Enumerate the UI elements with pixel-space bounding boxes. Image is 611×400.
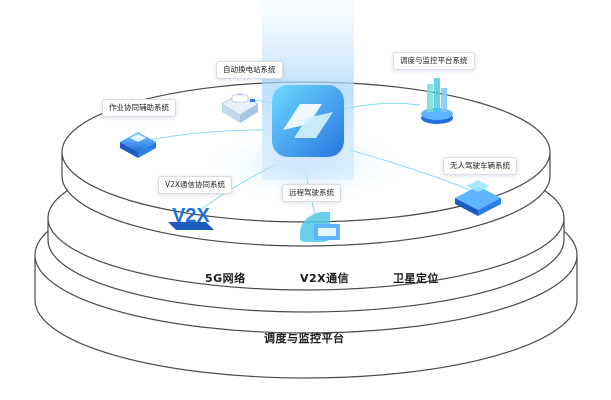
dispatch-monitor-tower-icon (421, 78, 453, 124)
label-driverless: 无人驾驶车辆系统 (443, 157, 517, 175)
label-v2x-system: V2X通信协同系统 (158, 176, 233, 194)
label-remote-driving: 远程驾驶系统 (282, 184, 341, 202)
driverless-vehicle-icon (455, 180, 501, 216)
v2x-badge-icon: V2X (168, 205, 214, 230)
platform-base-label: 调度与监控平台 (264, 332, 345, 345)
battery-swap-station-icon (221, 92, 259, 123)
line-to-cowork (149, 129, 266, 141)
remote-driving-icon (299, 212, 340, 242)
tier-label-satellite: 卫星定位 (393, 272, 439, 285)
v2x-badge-text: V2X (172, 205, 210, 227)
label-cowork-system: 作业协同辅助系统 (102, 99, 176, 117)
central-link-logo-icon (272, 85, 344, 157)
label-dispatch-system: 调度与监控平台系统 (393, 52, 475, 70)
cooperation-assist-icon (120, 132, 156, 158)
tier-label-v2x: V2X通信 (300, 272, 350, 285)
label-swap-station: 自动换电站系统 (216, 61, 283, 79)
line-to-driverless (349, 149, 471, 191)
tier-label-5g: 5G网络 (205, 272, 246, 285)
